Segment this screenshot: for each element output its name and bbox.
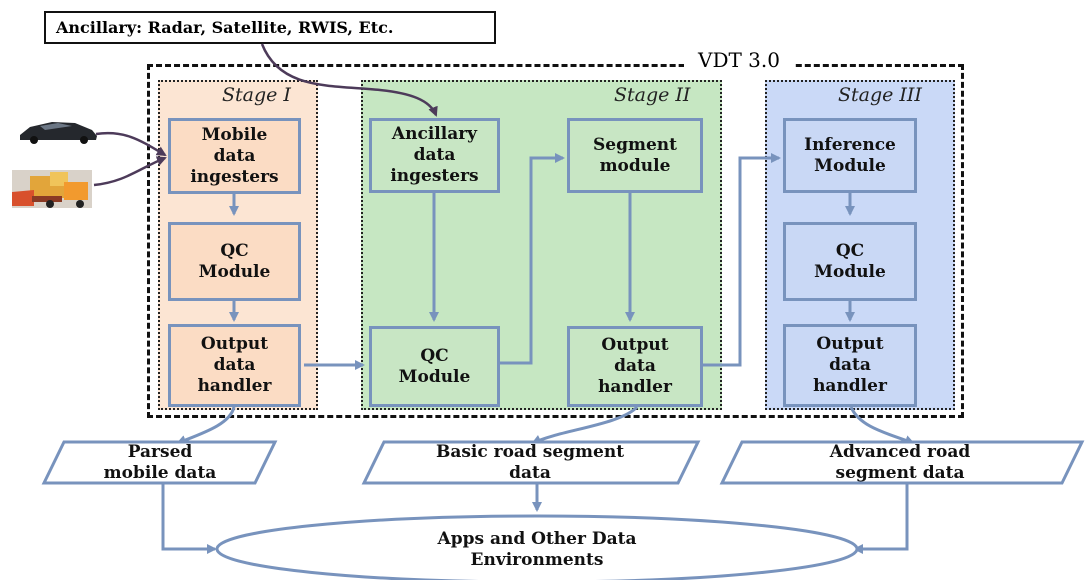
- basic-road-segment-shape: [361, 440, 701, 485]
- stage-2-title: Stage II: [614, 84, 691, 106]
- stage2-qc-module: QC Module: [369, 326, 500, 407]
- stage2-output-data-handler: Output data handler: [567, 326, 703, 407]
- snowplow-truck-icon: [12, 170, 92, 208]
- vdt-title: VDT 3.0: [684, 45, 794, 75]
- arrow-car-to-mobile: [95, 131, 167, 157]
- stage1-mobile-data-ingesters: Mobile data ingesters: [168, 118, 301, 194]
- stage1-output-data-handler: Output data handler: [168, 324, 301, 407]
- stage-1-title: Stage I: [222, 84, 291, 106]
- arrow-s2-qc-segment: [500, 153, 565, 365]
- advanced-road-segment-data-label: Advanced road segment data: [829, 441, 971, 483]
- parsed-mobile-data-shape: [41, 440, 278, 485]
- car-icon: [20, 122, 97, 144]
- vdt-frame: [147, 64, 964, 418]
- arrow-s1-to-parsed: [176, 406, 236, 445]
- arrow-advanced-to-apps: [853, 483, 909, 554]
- apps-ellipse: [215, 514, 859, 580]
- arrow-truck-to-mobile: [93, 156, 167, 187]
- advanced-road-segment-shape: [719, 440, 1085, 485]
- basic-road-segment-data-label: Basic road segment data: [435, 441, 625, 483]
- stage2-segment-module: Segment module: [567, 118, 703, 193]
- arrow-parsed-to-apps: [161, 483, 217, 554]
- stage1-qc-module: QC Module: [168, 222, 301, 301]
- stage3-qc-module: QC Module: [783, 222, 917, 301]
- arrow-ancillary-to-s2: [260, 43, 438, 117]
- ancillary-source-box: Ancillary: Radar, Satellite, RWIS, Etc.: [44, 11, 496, 44]
- arrow-s2-output-s3-inference: [703, 153, 781, 367]
- stage3-inference-module: Inference Module: [783, 118, 917, 193]
- stage2-ancillary-data-ingesters: Ancillary data ingesters: [369, 118, 500, 193]
- arrow-s3-to-advanced: [849, 406, 915, 445]
- arrow-s2-to-basic: [531, 405, 639, 445]
- stage3-output-data-handler: Output data handler: [783, 324, 917, 407]
- parsed-mobile-data-label: Parsed mobile data: [103, 441, 217, 483]
- apps-label: Apps and Other Data Environments: [437, 529, 637, 570]
- stage-3-title: Stage III: [838, 84, 922, 106]
